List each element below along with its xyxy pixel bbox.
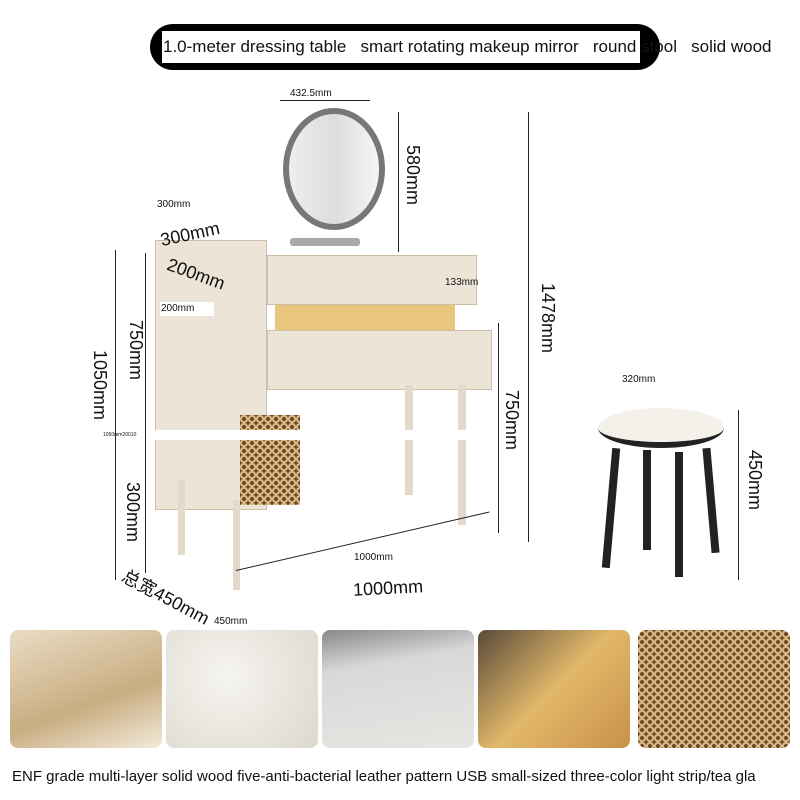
title-banner-inner: [162, 31, 640, 63]
dim-line: [398, 112, 399, 252]
total-height-label: 1478mm: [538, 283, 558, 354]
stool-leg: [675, 452, 683, 577]
title-text: 1.0-meter dressing table smart rotating …: [163, 37, 772, 56]
side-depth-label: 300mm: [157, 199, 191, 210]
depth-large-label: 总宽450mm: [118, 566, 213, 629]
table-leg: [178, 480, 185, 555]
makeup-mirror: [283, 108, 385, 230]
width-large-label: 1000mm: [352, 576, 424, 600]
mirror-height-label: 580mm: [403, 145, 423, 206]
dim-line: [145, 253, 146, 573]
mirror-arm: [290, 238, 360, 246]
thumb-solid-wood: [10, 630, 162, 748]
dim-line: [738, 410, 739, 580]
table-height-label: 750mm: [502, 390, 522, 451]
top-shelf-label: 133mm: [445, 277, 479, 288]
table-leg: [405, 385, 413, 495]
mirror-width-label: 432.5mm: [290, 88, 332, 99]
thumb-usb: [322, 630, 474, 748]
feature-caption: ENF grade multi-layer solid wood five-an…: [12, 768, 756, 785]
shelf-depth-box: 200mm: [160, 302, 214, 316]
stool-leg: [643, 450, 651, 550]
overlay-band: [310, 430, 520, 440]
depth-small-label: 450mm: [214, 616, 248, 627]
dim-line: [280, 100, 370, 101]
dim-line: [498, 323, 499, 533]
dim-line: [115, 250, 116, 580]
stool-leg: [702, 447, 720, 554]
light-drawer: [275, 305, 455, 333]
thumb-leather: [166, 630, 318, 748]
cabinet-height-label: 750mm: [126, 320, 146, 381]
stool-seat: [598, 408, 724, 448]
stool-height-label: 450mm: [745, 450, 765, 511]
top-shelf: [267, 255, 477, 305]
overall-note: 1050mm20010: [103, 432, 137, 438]
overlay-band: [90, 430, 310, 440]
dim-line: [528, 112, 529, 542]
table-leg: [458, 385, 466, 525]
thumb-light-strip: [478, 630, 630, 748]
width-small-label: 1000mm: [354, 552, 393, 563]
table-leg: [233, 500, 240, 590]
leg-height-label: 300mm: [123, 482, 143, 543]
desk-top: [267, 330, 492, 390]
rattan-door: [240, 415, 300, 505]
stool-leg: [601, 447, 621, 569]
stool-width-label: 320mm: [622, 374, 656, 385]
thumb-rattan: [638, 630, 790, 748]
overall-height-label: 1050mm: [90, 350, 110, 421]
